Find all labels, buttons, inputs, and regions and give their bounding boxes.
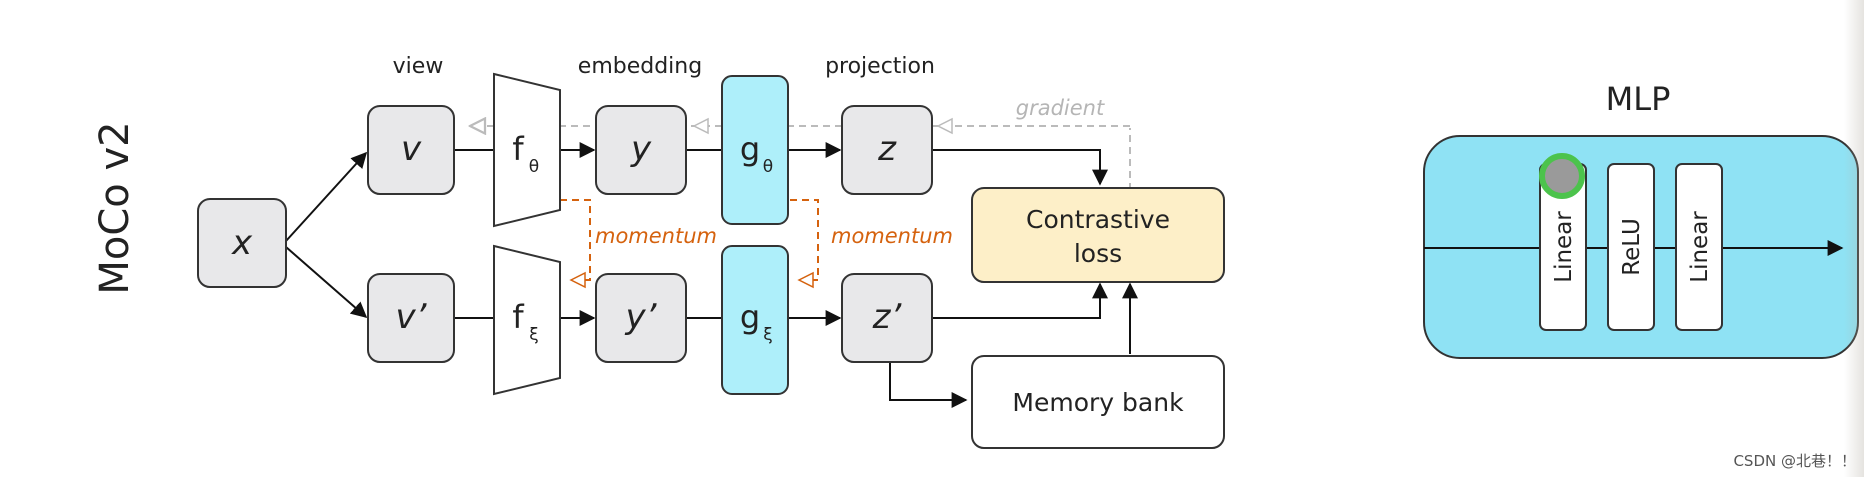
header-embedding: embedding (578, 54, 702, 79)
projector-g-xi-sub: ξ (763, 325, 772, 345)
node-x-label: x (231, 223, 253, 263)
projector-g-theta: g θ (721, 75, 789, 225)
mlp-layer-relu-label: ReLU (1619, 218, 1645, 276)
encoder-f-xi: f ξ (493, 244, 561, 396)
projector-g-theta-sub: θ (763, 157, 773, 177)
gradient-label: gradient (1016, 96, 1105, 120)
node-z: z (841, 105, 933, 195)
encoder-f-theta-label: f (512, 130, 524, 168)
projector-g-xi: g ξ (721, 245, 789, 395)
diagram-title: MoCo v2 (92, 121, 138, 294)
contrastive-loss-box: Contrastive loss (971, 187, 1225, 283)
node-y: y (595, 105, 687, 195)
node-z-prime-label: z’ (872, 297, 903, 337)
contrastive-loss-line1: Contrastive (1026, 205, 1170, 234)
mlp-layer-linear-2: Linear (1675, 163, 1723, 331)
projector-g-theta-label: g (740, 130, 760, 168)
encoder-f-xi-label: f (512, 298, 524, 336)
mlp-layer-linear-1: Linear (1539, 163, 1587, 331)
node-y-prime: y’ (595, 273, 687, 363)
momentum-label-1: momentum (595, 224, 717, 248)
contrastive-loss-line2: loss (1074, 239, 1122, 268)
node-y-prime-label: y’ (625, 297, 658, 337)
gradient-path (470, 119, 1131, 190)
mlp-layer-linear-1-label: Linear (1551, 211, 1577, 283)
node-v-prime-label: v’ (396, 297, 428, 337)
memory-bank-box: Memory bank (971, 355, 1225, 449)
connectors (285, 142, 1138, 408)
encoder-f-theta-sub: θ (529, 157, 539, 177)
projector-g-xi-label: g (740, 298, 760, 336)
cursor-indicator-icon (1539, 153, 1585, 199)
momentum-paths (560, 199, 819, 289)
header-view: view (393, 54, 444, 79)
node-z-prime: z’ (841, 273, 933, 363)
node-x: x (197, 198, 287, 288)
edge-shadow (1844, 0, 1864, 477)
node-v-prime: v’ (367, 273, 455, 363)
mlp-panel: MLP Linear ReLU Linear (1423, 80, 1859, 359)
momentum-label-2: momentum (831, 224, 953, 248)
watermark: CSDN @北巷！！ (1733, 452, 1856, 470)
node-v-label: v (401, 129, 422, 169)
node-z-label: z (877, 129, 897, 169)
encoder-f-xi-sub: ξ (529, 325, 538, 345)
memory-bank-label: Memory bank (1012, 388, 1184, 417)
node-v: v (367, 105, 455, 195)
encoder-f-theta: f θ (493, 72, 561, 228)
header-projection: projection (825, 54, 935, 79)
mlp-layer-relu: ReLU (1607, 163, 1655, 331)
mlp-layer-linear-2-label: Linear (1687, 211, 1713, 283)
node-y-label: y (630, 129, 652, 169)
mlp-title: MLP (1606, 80, 1671, 118)
